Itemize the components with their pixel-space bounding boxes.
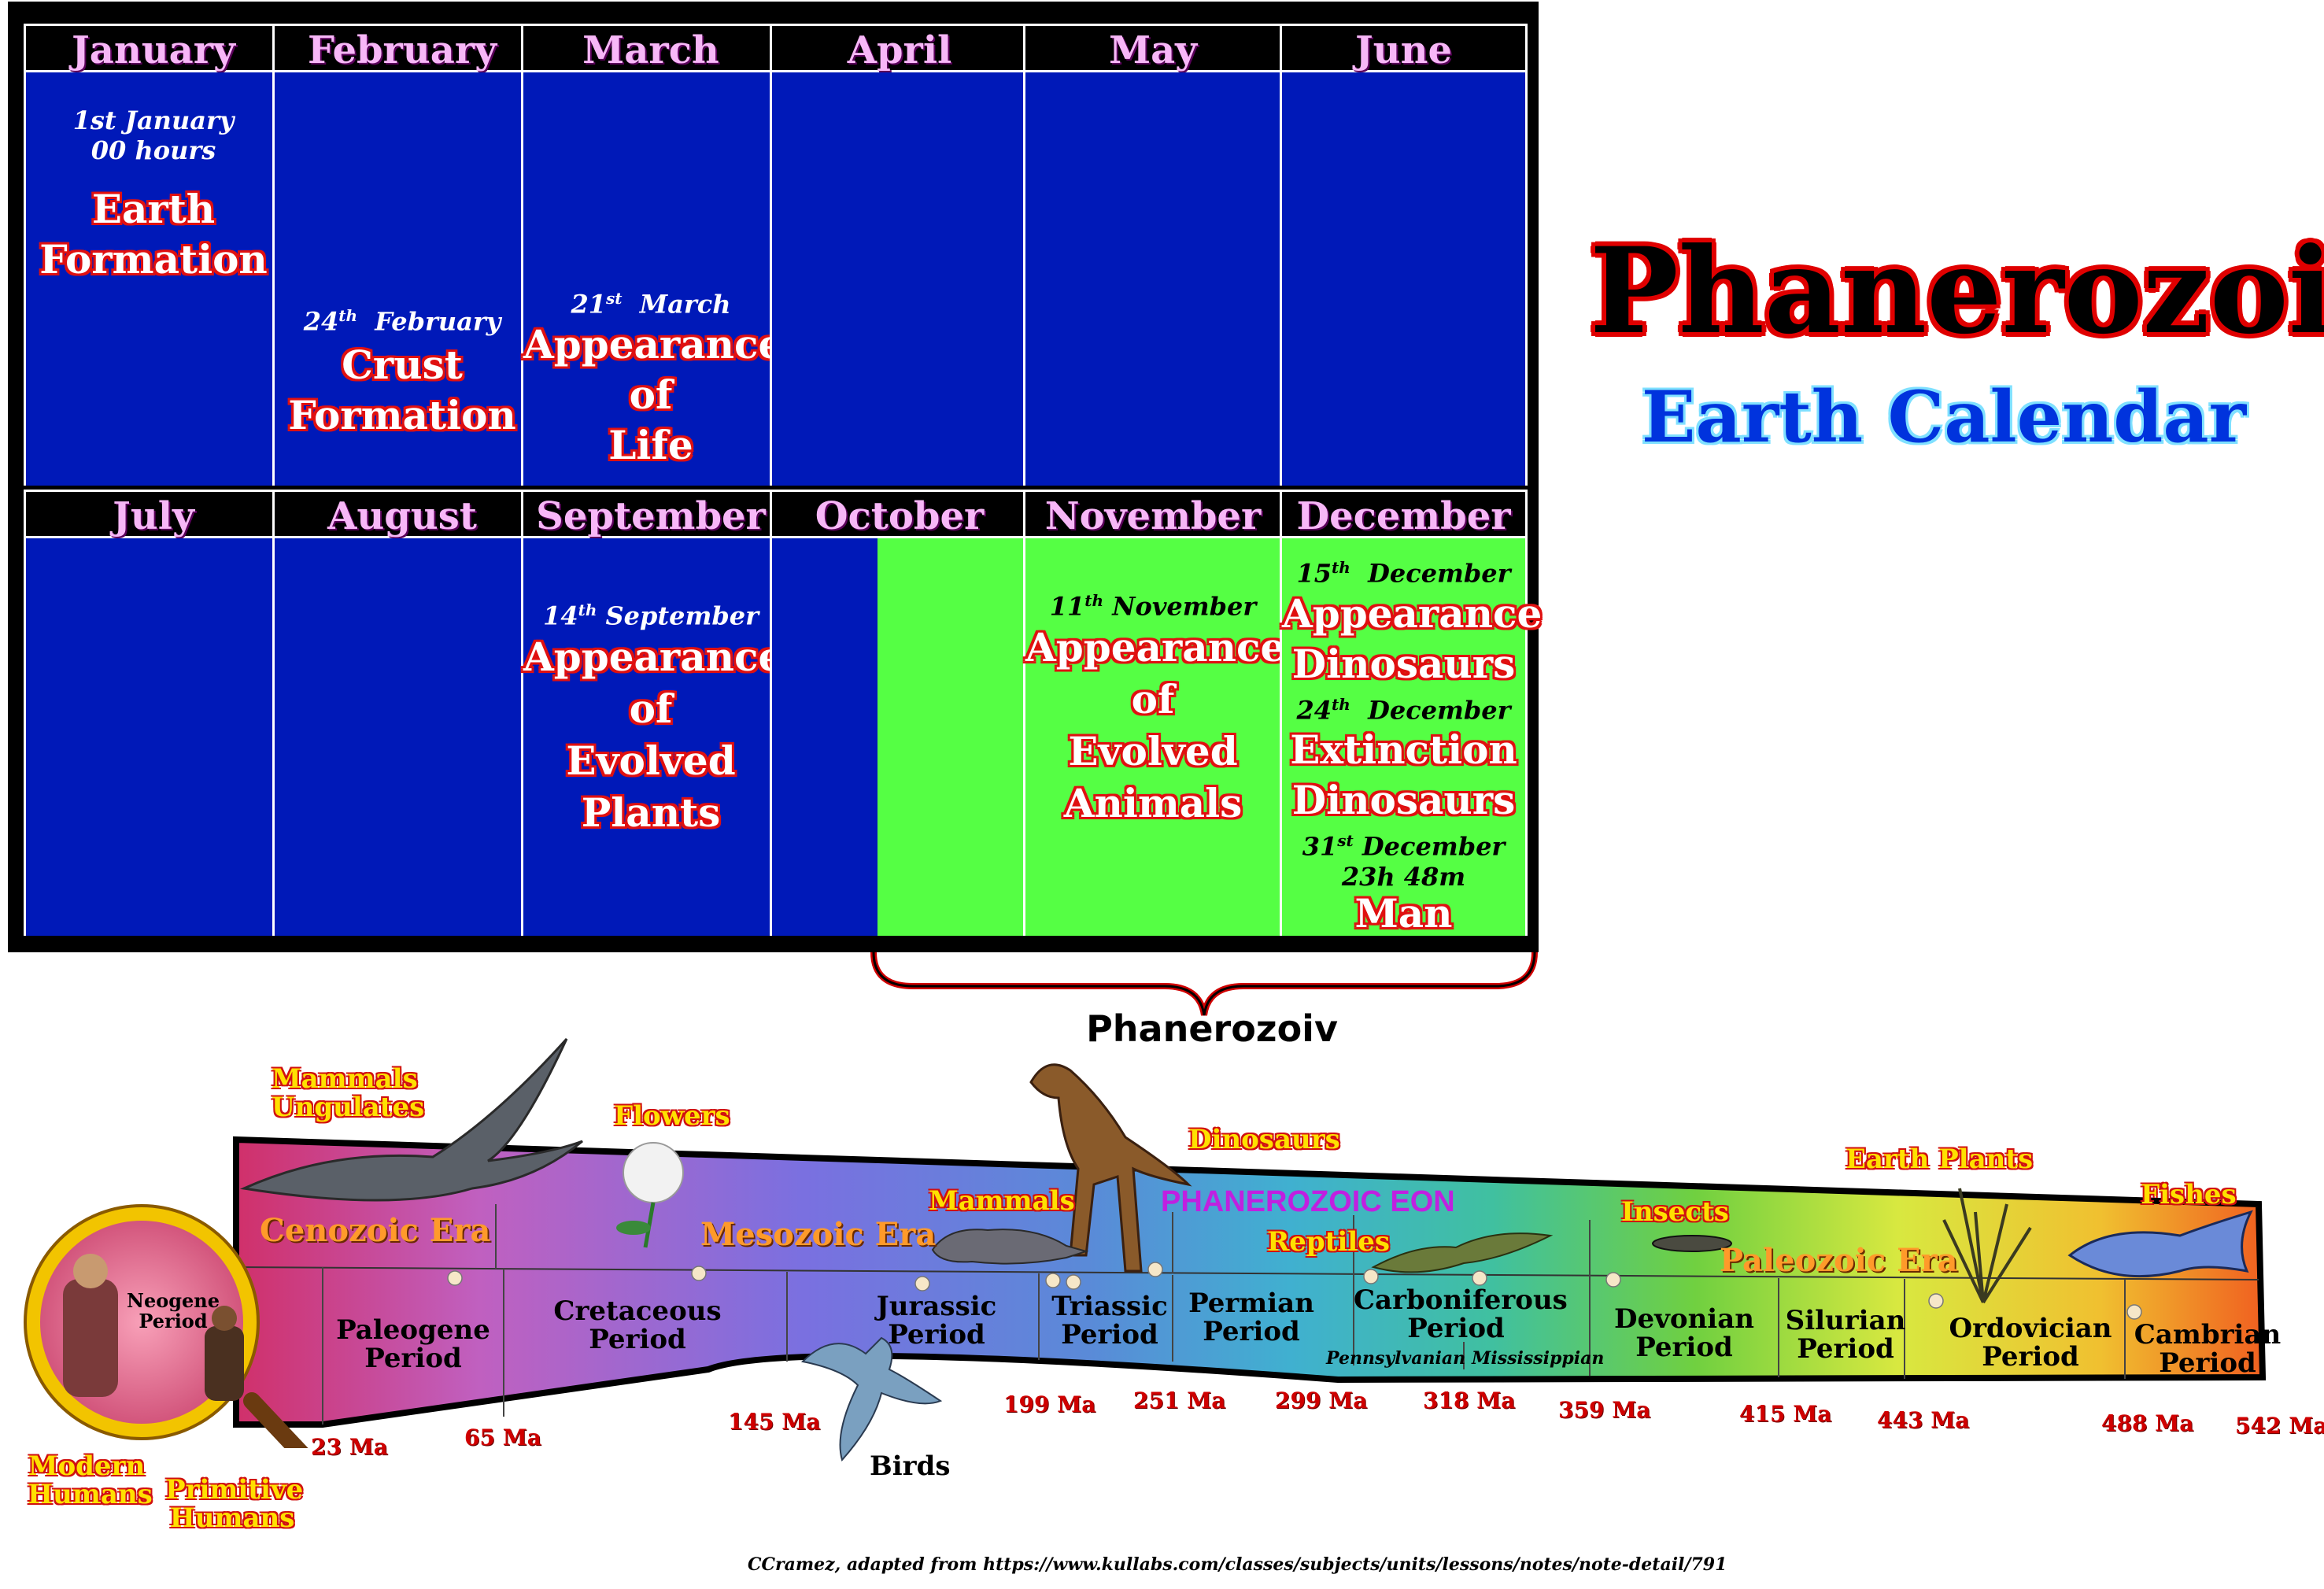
september-date: 14th September — [543, 600, 759, 631]
march-date: 21st March — [571, 289, 731, 320]
cell-august — [272, 538, 532, 936]
subperiod-mississippian: Mississippian — [1472, 1348, 1605, 1369]
brace-label: Phanerozoiv — [1086, 1007, 1338, 1050]
month-header-february: February — [272, 24, 532, 72]
ma-tick-299: 299 Ma — [1275, 1388, 1368, 1413]
life-flowers: Flowers — [614, 1100, 730, 1132]
life-fishes: Fishes — [2141, 1179, 2237, 1210]
life-birds: Birds — [870, 1450, 951, 1482]
ma-tick-443: 443 Ma — [1877, 1407, 1970, 1433]
bird-illustration — [800, 1336, 943, 1462]
month-header-march: March — [521, 24, 781, 72]
era-paleozoic: Paleozoic Era — [1720, 1242, 1958, 1279]
cell-april — [770, 72, 1029, 486]
month-header-december: December — [1280, 490, 1528, 538]
month-header-june: June — [1280, 24, 1528, 72]
life-dinosaurs: Dinosaurs — [1188, 1124, 1340, 1155]
marine-reptile-illustration — [239, 1037, 583, 1202]
era-mesozoic: Mesozoic Era — [700, 1216, 937, 1253]
december-date-2: 24th December — [1296, 694, 1511, 726]
month-header-may: May — [1023, 24, 1283, 72]
page-title: Phanerozoic — [1590, 222, 2324, 360]
ma-tick-145: 145 Ma — [728, 1409, 821, 1435]
era-cenozoic: Cenozoic Era — [260, 1212, 491, 1249]
ma-tick-65: 65 Ma — [464, 1425, 541, 1450]
cell-july — [24, 538, 283, 936]
phanerozoic-brace — [870, 952, 1538, 1016]
ma-tick-359: 359 Ma — [1558, 1397, 1651, 1423]
ma-tick-318: 318 Ma — [1423, 1388, 1516, 1413]
cell-october — [770, 538, 1029, 936]
flower-illustration — [616, 1142, 684, 1248]
reptile-illustration — [1371, 1232, 1554, 1273]
month-header-november: November — [1023, 490, 1283, 538]
month-header-october: October — [770, 490, 1029, 538]
eon-label: PHANEROZOIC EON — [1161, 1185, 1455, 1218]
life-earth-plants: Earth Plants — [1846, 1144, 2034, 1175]
ma-tick-199: 199 Ma — [1003, 1391, 1096, 1417]
month-header-july: July — [24, 490, 283, 538]
fish-illustration — [2067, 1210, 2253, 1278]
month-header-september: September — [521, 490, 781, 538]
ma-tick-415: 415 Ma — [1739, 1401, 1832, 1427]
credit-note: CCramez, adapted from https://www.kullab… — [748, 1554, 1727, 1575]
month-header-january: January — [24, 24, 283, 72]
december-date-1: 15th December — [1296, 558, 1511, 589]
page-subtitle: Earth Calendar — [1641, 375, 2247, 459]
geologic-timeline-band — [24, 1136, 2267, 1448]
period-neogene: Neogene Period — [127, 1289, 220, 1332]
ma-tick-488: 488 Ma — [2101, 1410, 2194, 1436]
subperiod-pennsylvanian: Pennsylvanian — [1326, 1348, 1466, 1369]
dinosaur-illustration — [1029, 1063, 1192, 1273]
cell-may — [1023, 72, 1283, 486]
month-header-august: August — [272, 490, 532, 538]
earth-calendar-grid: January February March April May June 1s… — [8, 2, 1543, 952]
month-header-april: April — [770, 24, 1029, 72]
humans-illustration — [63, 1254, 244, 1401]
december-event-3: Man — [1354, 889, 1453, 937]
ma-tick-542: 542 Ma — [2235, 1413, 2324, 1439]
ma-tick-23: 23 Ma — [311, 1434, 388, 1460]
november-date: 11th November — [1049, 591, 1257, 622]
life-insects: Insects — [1621, 1196, 1729, 1228]
life-reptiles: Reptiles — [1267, 1226, 1390, 1258]
life-mammals: Mammals — [929, 1185, 1075, 1217]
mammal-illustration — [931, 1229, 1089, 1265]
ma-tick-251: 251 Ma — [1133, 1388, 1226, 1413]
insect-illustration — [1652, 1235, 1732, 1252]
cell-june — [1280, 72, 1528, 486]
october-phanerozoic-portion — [878, 538, 1027, 936]
february-date: 24th February — [303, 306, 501, 337]
plants-illustration — [1942, 1188, 2032, 1304]
